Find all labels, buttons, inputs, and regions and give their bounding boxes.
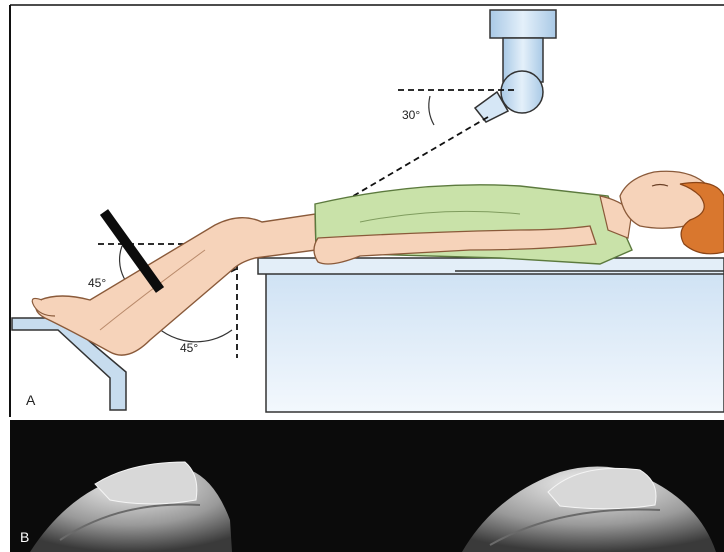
panel-a-label: A <box>26 392 36 408</box>
panel-b-label: B <box>20 529 29 545</box>
leg-angle-label: 45° <box>88 276 106 290</box>
panel-a: 30° 45° 45° <box>10 5 724 417</box>
tube-housing <box>490 10 556 38</box>
tube-head <box>501 71 543 113</box>
table-base <box>266 272 724 412</box>
knee-angle-label: 45° <box>180 341 198 355</box>
exam-table <box>258 258 724 412</box>
panel-b: B <box>10 420 724 552</box>
tube-angle-label: 30° <box>402 108 420 122</box>
